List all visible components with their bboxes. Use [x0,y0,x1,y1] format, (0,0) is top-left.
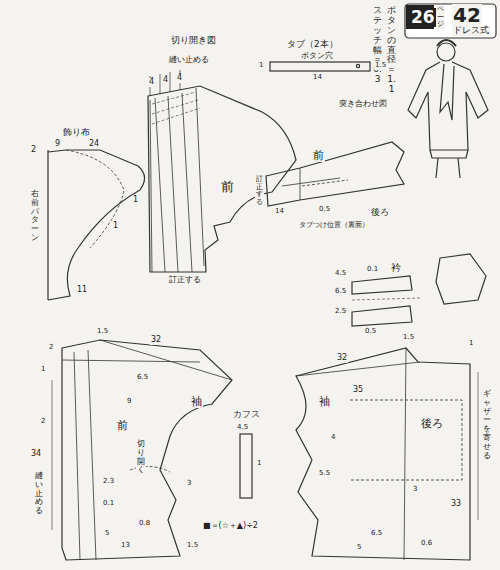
dimension: 1.5 [374,62,387,70]
dimension: 0.6 [420,540,433,548]
pattern-label: 突き合わせ図 [338,100,388,109]
dimension: 3 [186,480,192,488]
pattern-label: 切り開き図 [170,36,217,46]
dimension: 4 [148,78,155,87]
pattern-label: 後ろ [420,418,444,430]
dimension: 5.5 [318,470,331,478]
dimension: 2 [40,418,46,426]
dimension: 3 [412,486,418,494]
pattern-label: 訂正する [168,276,202,285]
dimension: 1 [132,196,139,205]
pattern-label: ギャザーを寄せる [482,390,492,460]
pattern-label: タブつけ位置（裏面） [298,222,370,230]
dimension: 4.5 [236,424,249,432]
dimension: 13 [120,542,131,550]
dimension: 1.5 [402,334,415,342]
pattern-label: 衿 [390,262,402,273]
pattern-label: 前 [116,420,129,432]
pattern-label: ページ [436,6,445,29]
dimension: 2.3 [102,478,115,486]
pattern-label: 縫い止める [168,56,210,65]
dimension: 32 [150,336,162,345]
pattern-label: ■＝(☆＋▲)÷2 [202,522,259,531]
dimension: 24 [88,140,100,149]
dimension: 35 [352,386,364,395]
dimension: 6.5 [136,374,149,382]
dimension: 42 [452,4,482,26]
pattern-label: ボタン穴 [300,52,334,61]
dimension: 9 [126,398,132,406]
dimension: 5 [104,530,110,538]
dimension: 2 [30,146,37,155]
pattern-label: 切り開く [136,440,146,475]
dimension: 5 [356,544,362,552]
dimension: 1 [468,340,474,348]
pattern-label: カフス [232,410,261,420]
dimension: 14 [274,208,285,216]
dimension: 1 [256,460,262,468]
dimension: 4 [330,434,336,442]
pattern-label: 前 [220,180,235,194]
dimension: 1 [40,366,46,374]
dimension: 33 [450,500,462,509]
dimension: 0.5 [318,206,331,214]
dimension: 0.8 [138,520,151,528]
dimension: 4 [176,74,183,83]
pattern-label: 前 [312,150,325,162]
dimension: 0.5 [364,328,377,336]
pattern-label: ドレス式 [452,26,490,36]
dimension: 34 [30,450,42,459]
dimension: 1 [112,222,119,231]
pattern-label: ボタンの直径＝1.1 [386,6,397,95]
pattern-label: 右前パターン [30,190,40,243]
pattern-label: 訂正する [255,176,264,207]
pattern-label: ステッチ幅＝0.3 [372,6,383,85]
dimension: 4.5 [334,270,347,278]
dimension: 0.1 [366,266,379,274]
dimension: 2 [48,344,54,352]
dimension: 0.1 [102,500,115,508]
dimension: 1.5 [96,328,109,336]
dimension: 9 [54,140,61,149]
dimension: 1 [258,62,264,70]
dimension: 1.5 [186,542,199,550]
dimension: 4 [162,76,169,85]
pattern-label: 後ろ [370,208,390,218]
pattern-label: 袖 [318,396,331,408]
dimension: 6.5 [370,530,383,538]
dimension: 26 [410,8,436,27]
dimension: 32 [336,354,348,363]
pattern-label: タブ（2本） [286,40,339,50]
dimension: 14 [312,74,323,82]
pattern-label: 袖 [190,396,203,408]
dimension: 6.5 [334,288,347,296]
dimension: 11 [76,286,88,295]
dimension: 2.5 [334,308,347,316]
pattern-label: 飾り布 [62,128,91,138]
pattern-label: 縫い止める [34,472,44,516]
